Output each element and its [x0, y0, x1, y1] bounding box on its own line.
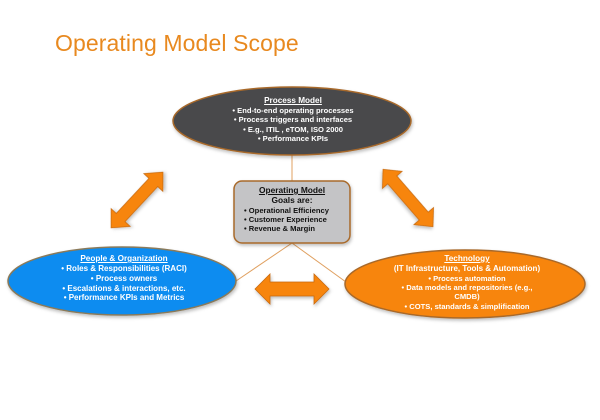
operating-model-heading: Operating Model	[258, 185, 326, 195]
people-organization-text: People & Organization • Roles & Responsi…	[14, 254, 234, 303]
process-model-ellipse	[172, 86, 412, 156]
people-organization-item: • Escalations & interactions, etc.	[62, 283, 186, 293]
people-process-arrow	[110, 171, 164, 229]
operating-model-goal: • Operational Efficiency	[244, 205, 329, 215]
technology-item: CMDB)	[454, 292, 480, 302]
operating-model-goal: • Customer Experience	[244, 214, 327, 224]
operating-model-goal: • Revenue & Margin	[244, 224, 316, 233]
connector-center-technology	[291, 242, 347, 283]
technology-heading: Technology	[444, 254, 490, 263]
people-organization-item: • Roles & Responsibilities (RACI)	[61, 264, 187, 273]
technology-item: • Data models and repositories (e.g.,	[401, 283, 533, 292]
technology-item: • COTS, standards & simplification	[404, 301, 530, 311]
process-model-item: • Performance KPIs	[257, 133, 329, 143]
people-organization-ellipse	[7, 246, 237, 316]
process-model-text: Process Model • End-to-end operating pro…	[178, 96, 408, 143]
process-model-item: • End-to-end operating processes	[232, 106, 354, 115]
technology-ellipse	[344, 249, 586, 319]
people-organization-item: • Performance KPIs and Metrics	[63, 293, 185, 303]
people-organization-heading: People & Organization	[80, 254, 168, 263]
technology-subheading: (IT Infrastructure, Tools & Automation)	[393, 264, 541, 273]
process-model-heading: Process Model	[264, 96, 322, 105]
process-technology-arrow	[382, 168, 434, 228]
people-organization-item: • Process owners	[90, 273, 158, 283]
operating-model-text: Operating Model Goals are: • Operational…	[234, 185, 350, 233]
operating-model-subheading: Goals are:	[271, 195, 313, 206]
process-model-item: • E.g., ITIL , eTOM, ISO 2000	[243, 124, 343, 134]
connector-center-people	[235, 242, 293, 282]
slide-title: Operating Model Scope	[55, 30, 299, 56]
technology-item: • Process automation	[428, 273, 506, 283]
operating-model-box	[233, 180, 351, 244]
process-model-item: • Process triggers and interfaces	[233, 115, 353, 125]
people-technology-arrow	[254, 273, 330, 305]
technology-text: Technology (IT Infrastructure, Tools & A…	[352, 254, 582, 311]
